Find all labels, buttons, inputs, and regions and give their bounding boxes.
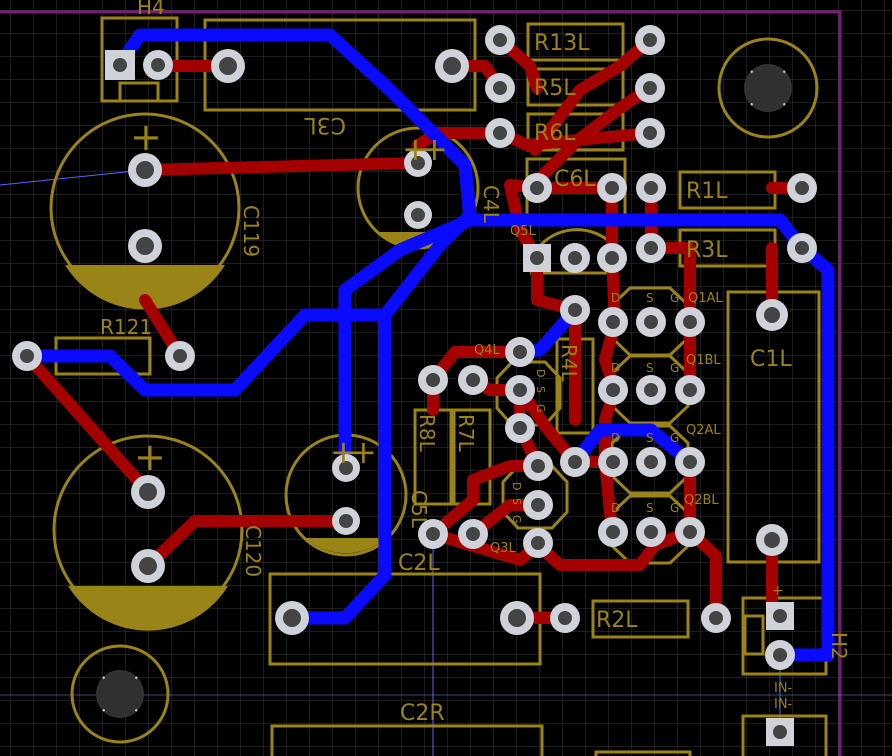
label-h4: H4 [137,0,165,19]
label-c4l: C4L [479,185,503,224]
label-r5l: R5L [534,76,576,101]
label-c1l: C1L [750,347,792,372]
label-c2r: C2R [400,701,445,726]
pin-d: D [510,482,523,490]
plus-marker-c4l: + [402,130,429,168]
label-r2l: R2L [596,608,638,633]
label-c3l: C3L [304,112,346,137]
pin-s: S [510,498,523,505]
label-q5l: Q5L [510,224,537,239]
pin-d: D [611,501,620,515]
label-q2al: Q2AL [686,423,721,438]
pin-g: G [670,501,679,515]
label-q1bl: Q1BL [686,353,721,368]
pin-d: D [611,431,620,445]
pin-s: S [646,291,654,305]
pin-s: S [646,361,654,375]
plus-marker-c4l-2: + [421,130,448,168]
label-c5l: C5L [407,490,431,529]
pin-d: D [611,291,620,305]
label-r8l: R8L [415,414,439,453]
board-outline [0,10,842,756]
label-c2l: C2L [398,551,440,576]
label-h2: H2 [827,632,851,660]
label-r13l: R13L [534,31,590,56]
plus-marker-h2: + [772,583,784,599]
label-q4l: Q4L [474,343,501,358]
plus-marker-c119: + [130,115,162,159]
label-in-2: IN- [774,697,793,712]
label-r7l: R7L [454,414,478,453]
pin-d: D [534,369,547,377]
label-r1l: R1L [686,179,728,204]
top-copper-layer [20,28,835,662]
label-r3l: R3L [686,238,728,263]
pin-g: G [670,431,679,445]
silkscreen-labels: H4 C3L R13L R5L R6L C6L R1L R3L C4L Q5L … [100,0,851,726]
label-q3l: Q3L [490,541,517,556]
pin-g: G [670,361,679,375]
plus-marker-c5l-2: + [350,433,377,471]
pin-s: S [534,386,547,393]
pin-g: G [510,515,523,524]
label-q2bl: Q2BL [684,493,719,508]
ratsnest-line [0,169,146,186]
plus-marker-c5l: + [330,433,357,471]
label-c120: C120 [241,525,265,577]
pads-layer [12,25,817,746]
label-in-1: IN- [774,681,793,696]
pin-s: S [646,431,654,445]
label-q1al: Q1AL [688,291,723,306]
pin-d: D [611,361,620,375]
label-c119: C119 [239,205,263,257]
label-c6l: C6L [554,167,596,192]
label-r6l: R6L [534,121,576,146]
pin-s: S [646,501,654,515]
label-r4l: R4L [557,344,581,383]
pin-g: G [534,404,547,413]
plus-marker-c120: + [134,435,166,479]
label-r121: R121 [100,315,152,339]
pin-g: G [670,291,679,305]
